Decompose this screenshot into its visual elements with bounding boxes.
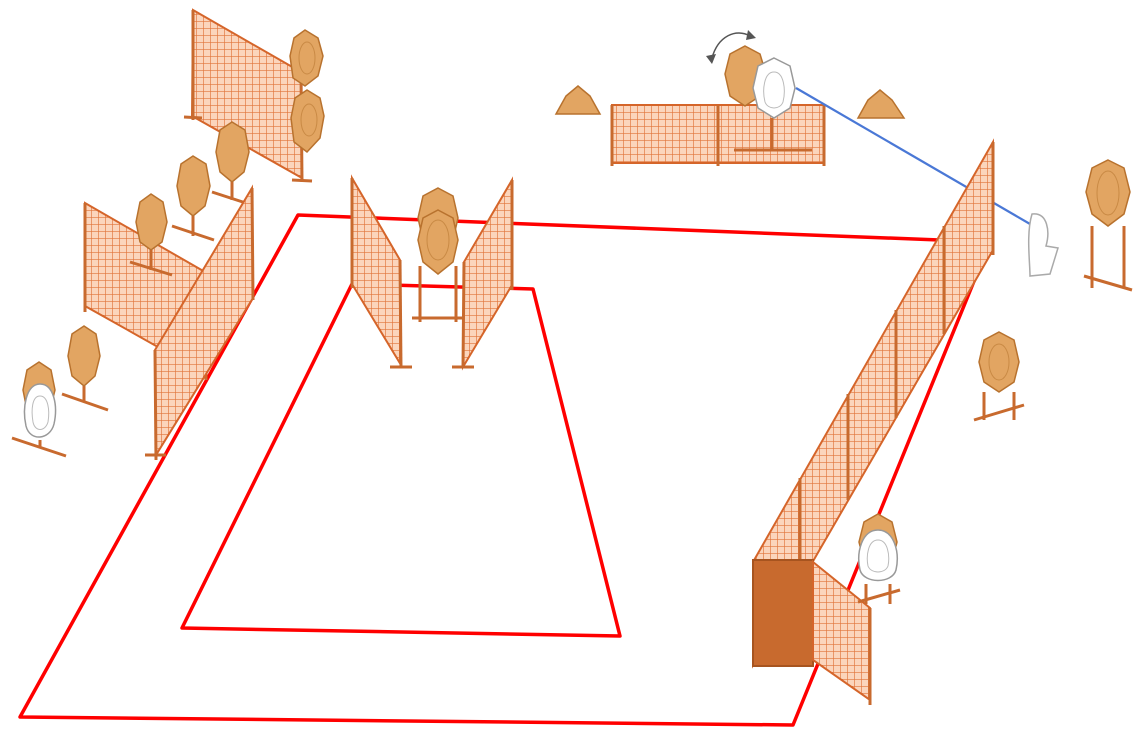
popper-back-right	[858, 90, 904, 118]
target-left-wall-3	[212, 122, 252, 205]
target-left-bottom-1	[62, 326, 108, 410]
wall-center-right-panel	[452, 180, 512, 368]
no-shoot-swinger	[753, 58, 795, 118]
no-shoot-left-bottom	[12, 384, 66, 456]
no-shoot-right-near-door	[858, 530, 900, 604]
target-left-top-2	[291, 90, 324, 152]
target-right-outside-1	[1084, 160, 1132, 290]
wall-center-left-panel	[352, 178, 412, 368]
target-right-outside-2	[974, 332, 1024, 420]
activator-lever-icon	[1029, 214, 1058, 276]
popper-back-left	[556, 86, 600, 114]
target-left-wall-2	[172, 156, 214, 240]
wall-back-right	[612, 105, 824, 166]
activator-cable	[796, 88, 1030, 224]
target-left-top-1	[290, 30, 323, 86]
wall-right-gate	[813, 562, 870, 705]
door-right	[753, 560, 813, 666]
